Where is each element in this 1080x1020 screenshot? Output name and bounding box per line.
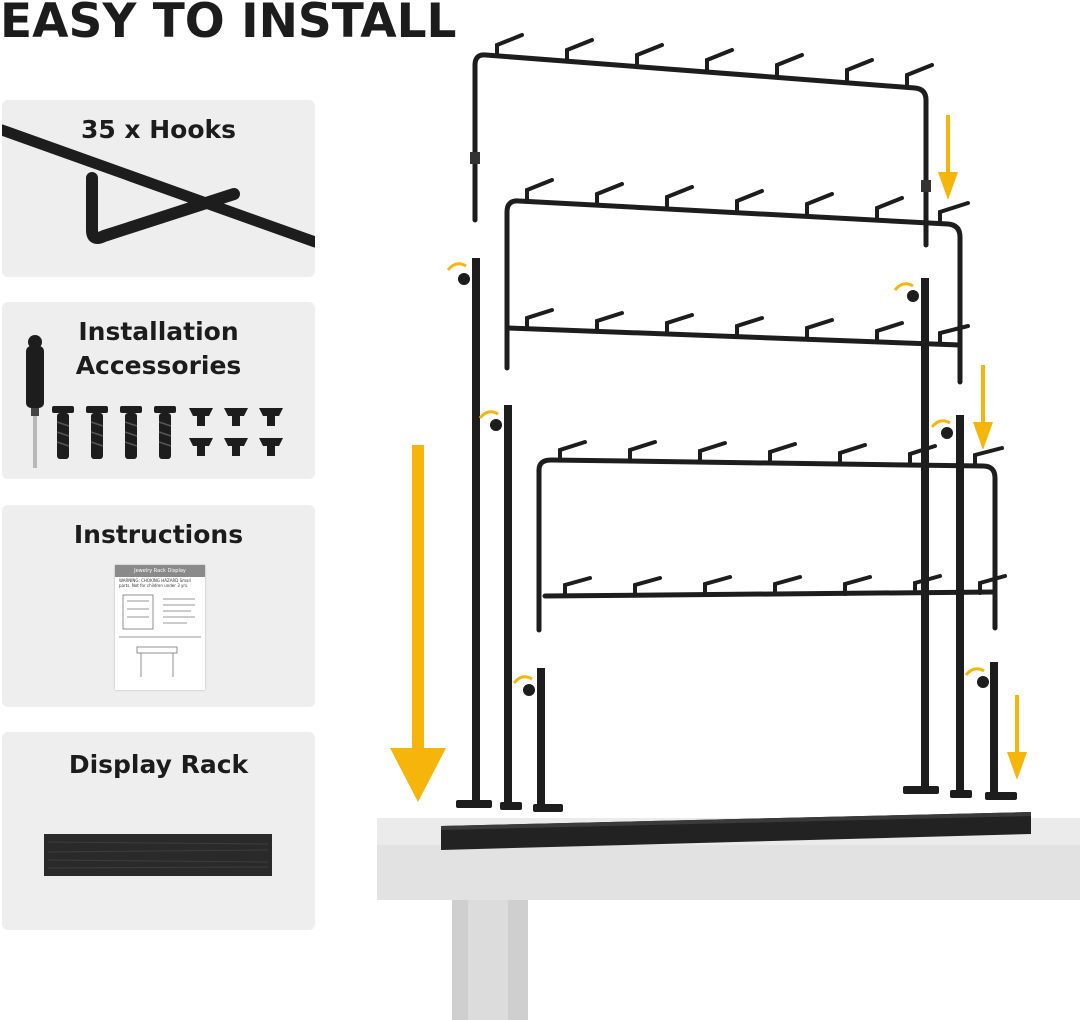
hooks-card: 35 x Hooks (2, 100, 315, 277)
middle-hook-frame (504, 178, 970, 385)
top-hook-bar (470, 33, 934, 248)
instructions-card: Instructions Jewelry Rack Display WARNIN… (2, 505, 315, 707)
hook-icon (2, 124, 315, 248)
support-posts (456, 258, 1017, 812)
rack-title: Display Rack (68, 750, 249, 779)
instructions-title: Instructions (73, 520, 244, 549)
accessories-card: Installation Accessories (2, 302, 315, 479)
lower-hook-frame (536, 440, 1007, 633)
wood-base-icon (44, 834, 272, 876)
screwdriver-icon (26, 335, 44, 468)
knob-set-icon (189, 408, 283, 456)
accessories-title-line1: Installation (78, 317, 239, 346)
arrow-down-icon (390, 115, 1027, 802)
wood-base (441, 812, 1031, 850)
rack-card: Display Rack (2, 732, 315, 930)
doc-warning: WARNING: CHOKING HAZARD Small parts. Not… (119, 578, 191, 588)
rotate-arrow-icon (446, 262, 985, 684)
headline: EASY TO INSTALL (0, 0, 457, 49)
doc-diagram (119, 594, 201, 677)
doc-title: Jewelry Rack Display (115, 565, 205, 577)
hooks-title: 35 x Hooks (80, 115, 237, 144)
screw-set-icon (52, 406, 176, 459)
accessories-title-line2: Accessories (75, 351, 242, 380)
instruction-sheet-icon: Jewelry Rack Display WARNING: CHOKING HA… (115, 565, 205, 690)
